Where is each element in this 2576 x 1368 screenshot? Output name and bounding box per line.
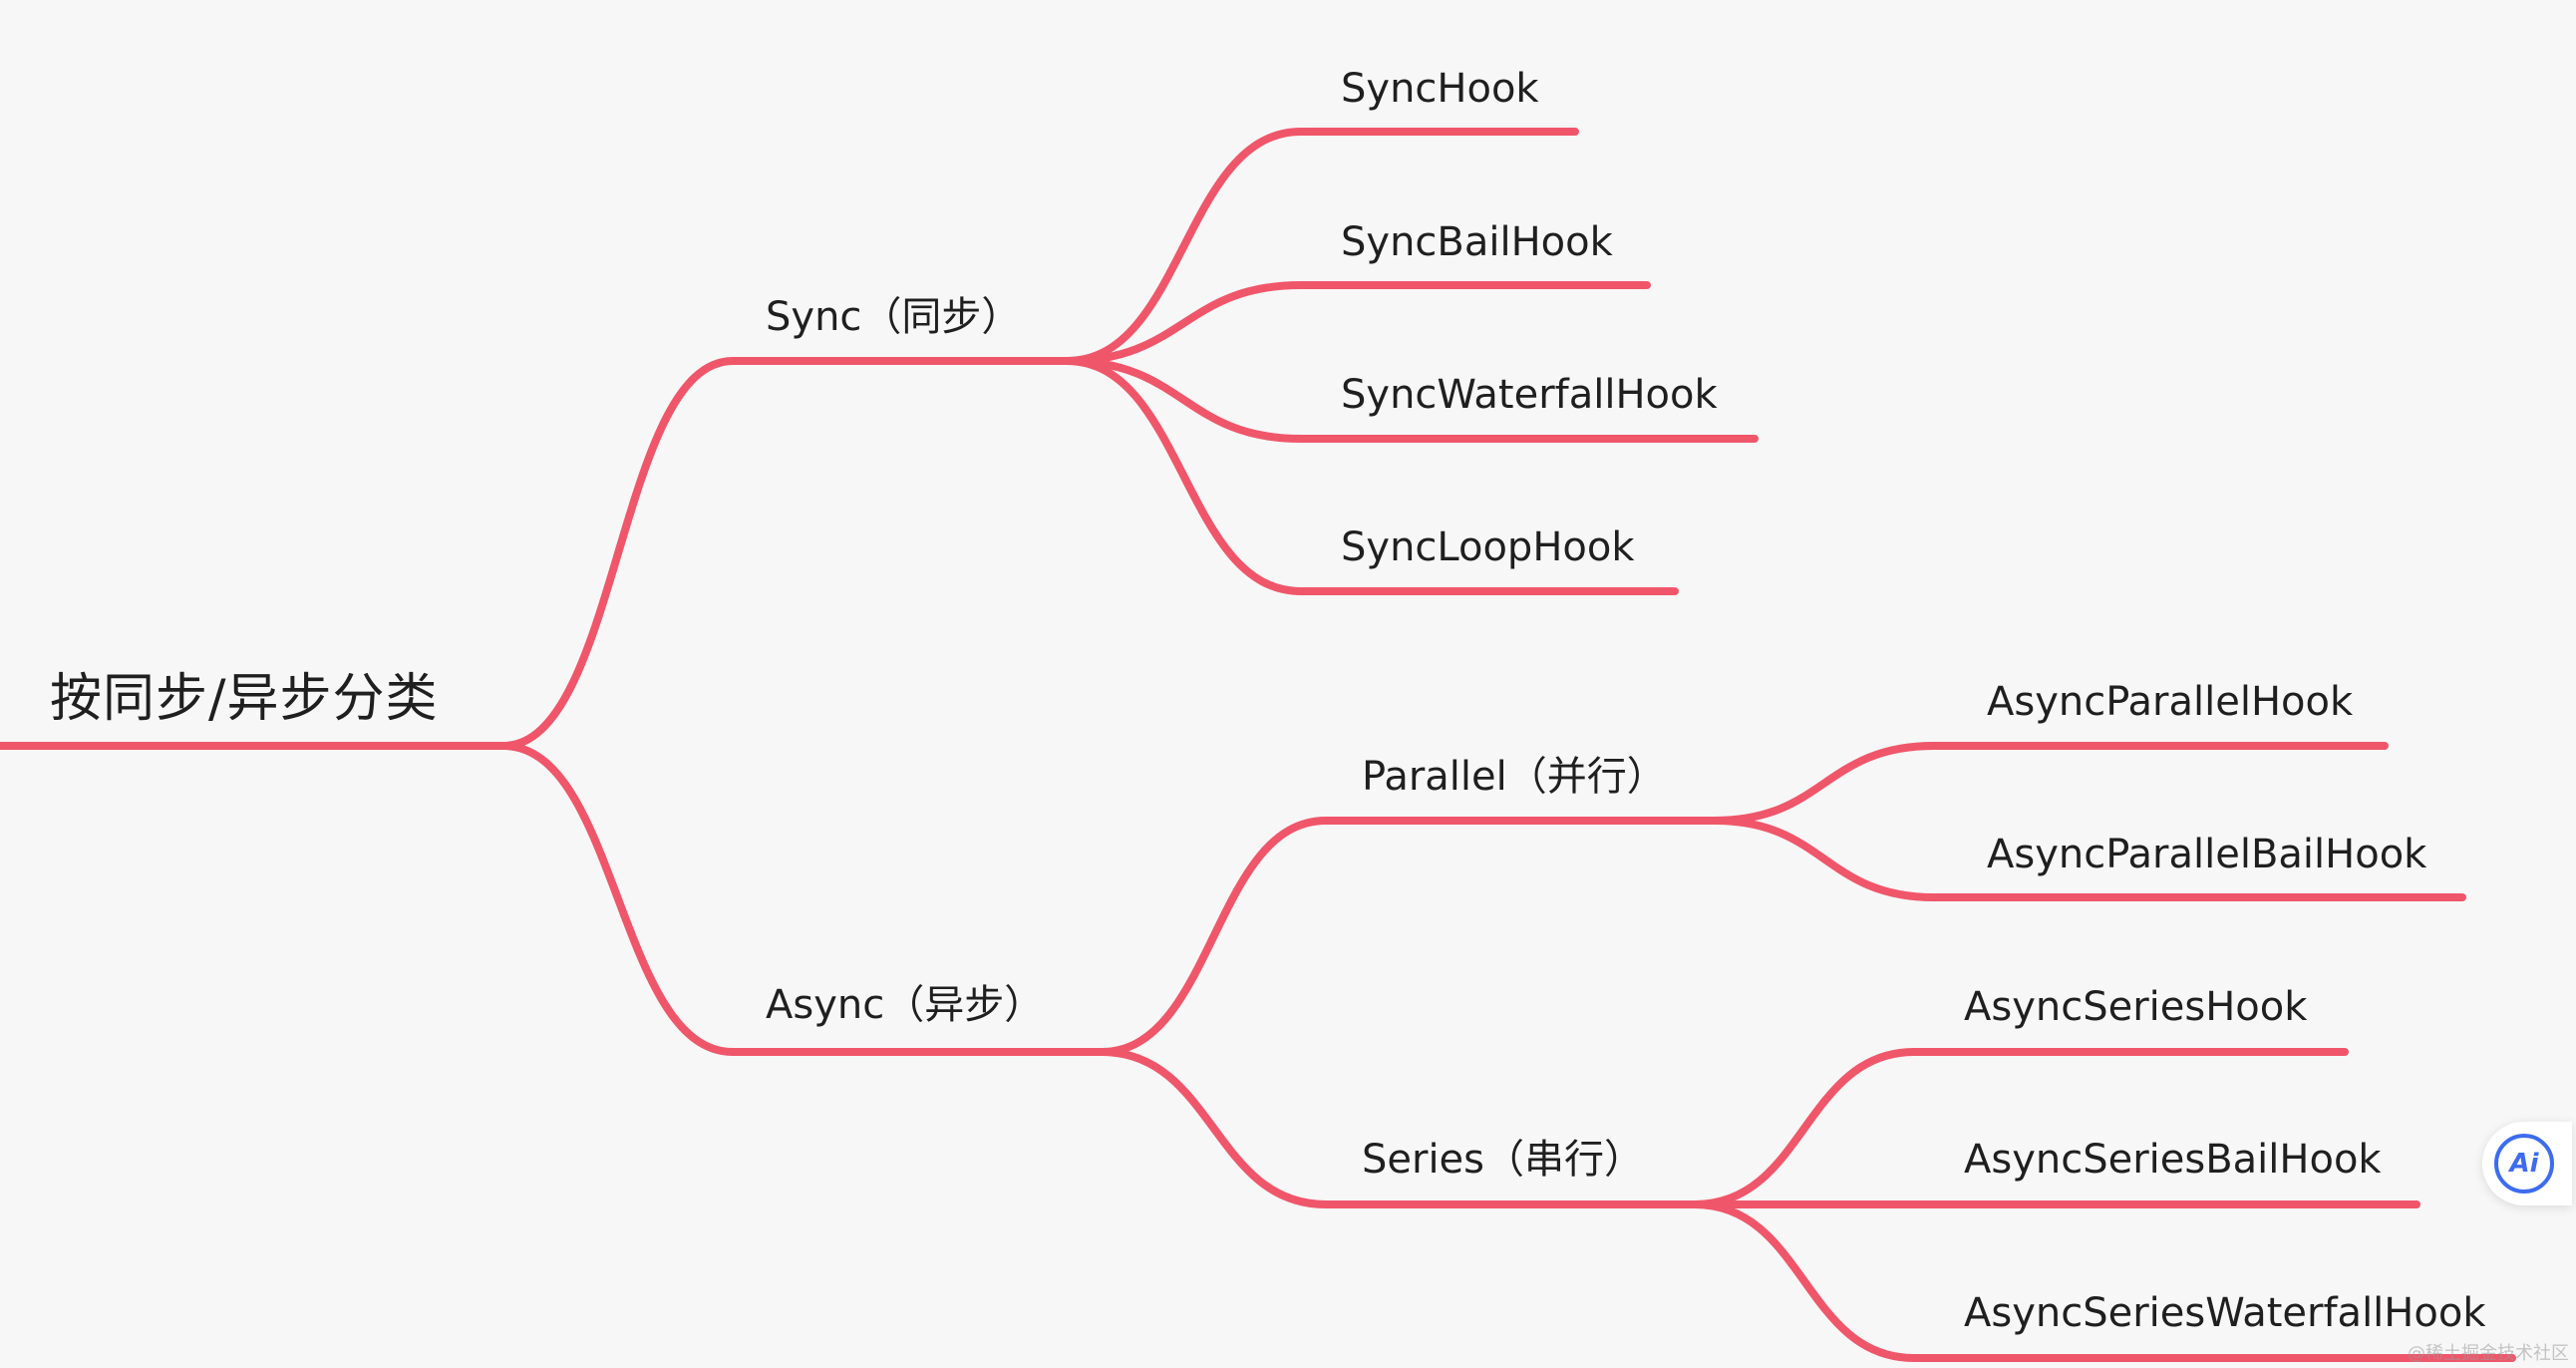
link-par-hook xyxy=(1711,742,2389,825)
node-sync-waterfall-hook[interactable]: SyncWaterfallHook xyxy=(1341,372,1718,418)
link-async xyxy=(499,742,1106,1056)
node-async-parallel-bail-hook[interactable]: AsyncParallelBailHook xyxy=(1987,832,2427,877)
link-sync-hook xyxy=(1063,128,1579,365)
node-async[interactable]: Async（异步） xyxy=(766,982,1045,1028)
link-sync-waterfall xyxy=(1063,357,1759,443)
node-async-series-waterfall-hook[interactable]: AsyncSeriesWaterfallHook xyxy=(1964,1290,2486,1336)
node-root[interactable]: 按同步/异步分类 xyxy=(50,669,439,729)
node-sync-loop-hook[interactable]: SyncLoopHook xyxy=(1341,524,1635,570)
link-sync xyxy=(499,357,1071,750)
node-sync[interactable]: Sync（同步） xyxy=(766,294,1022,340)
link-sync-bail xyxy=(1063,281,1651,365)
link-sync-loop xyxy=(1063,357,1679,595)
node-series[interactable]: Series（串行） xyxy=(1362,1137,1645,1183)
node-sync-bail-hook[interactable]: SyncBailHook xyxy=(1341,219,1613,265)
ai-icon: Ai xyxy=(2494,1134,2554,1194)
link-parallel xyxy=(1098,817,1719,1056)
link-series xyxy=(1098,1048,1699,1208)
node-sync-hook[interactable]: SyncHook xyxy=(1341,66,1539,112)
node-async-parallel-hook[interactable]: AsyncParallelHook xyxy=(1987,679,2354,725)
link-ser-hook xyxy=(1691,1048,2349,1208)
watermark: @稀土掘金技术社区 xyxy=(2408,1343,2569,1364)
node-parallel[interactable]: Parallel（并行） xyxy=(1362,754,1667,800)
link-ser-waterfall xyxy=(1691,1200,2516,1362)
link-par-bail xyxy=(1711,817,2466,901)
node-async-series-bail-hook[interactable]: AsyncSeriesBailHook xyxy=(1964,1137,2382,1183)
ai-assistant-button[interactable]: Ai xyxy=(2482,1122,2572,1205)
node-async-series-hook[interactable]: AsyncSeriesHook xyxy=(1964,984,2308,1030)
